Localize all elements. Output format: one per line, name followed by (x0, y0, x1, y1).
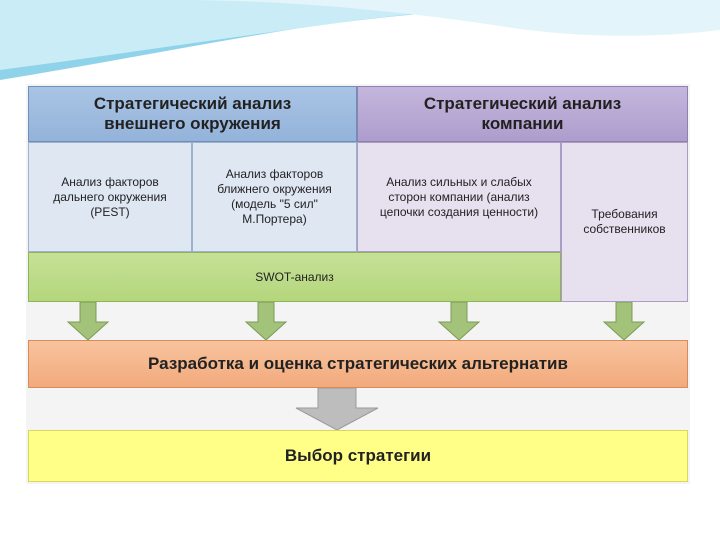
down-arrow-icon (244, 302, 288, 340)
down-arrow-icon (437, 302, 481, 340)
header-external-label: Стратегический анализ внешнего окружения (93, 94, 292, 133)
block-near-environment: Анализ факторов ближнего окружения (моде… (192, 142, 357, 252)
strategy-choice-label: Выбор стратегии (284, 446, 432, 465)
owners-requirements-label: Требования собственников (583, 207, 666, 236)
down-arrow-icon (602, 302, 646, 340)
block-strategy-choice: Выбор стратегии (28, 430, 688, 482)
down-arrow-icon (66, 302, 110, 340)
strategy-diagram: Стратегический анализ внешнего окружения… (26, 84, 690, 484)
block-development: Разработка и оценка стратегических альте… (28, 340, 688, 388)
strengths-weaknesses-label: Анализ сильных и слабых сторон компании … (379, 174, 539, 219)
header-company-label: Стратегический анализ компании (423, 94, 622, 133)
block-swot: SWOT-анализ (28, 252, 561, 302)
down-arrow-icon (295, 388, 379, 430)
far-environment-label: Анализ факторов дальнего окружения (PEST… (53, 174, 167, 219)
development-label: Разработка и оценка стратегических альте… (148, 354, 568, 373)
block-far-environment: Анализ факторов дальнего окружения (PEST… (28, 142, 192, 252)
block-owners-requirements: Требования собственников (561, 142, 688, 302)
swot-label: SWOT-анализ (255, 270, 334, 284)
header-company-analysis: Стратегический анализ компании (357, 86, 688, 142)
decorative-swoosh (0, 0, 720, 80)
near-environment-label: Анализ факторов ближнего окружения (моде… (217, 167, 332, 226)
header-external-analysis: Стратегический анализ внешнего окружения (28, 86, 357, 142)
block-strengths-weaknesses: Анализ сильных и слабых сторон компании … (357, 142, 561, 252)
